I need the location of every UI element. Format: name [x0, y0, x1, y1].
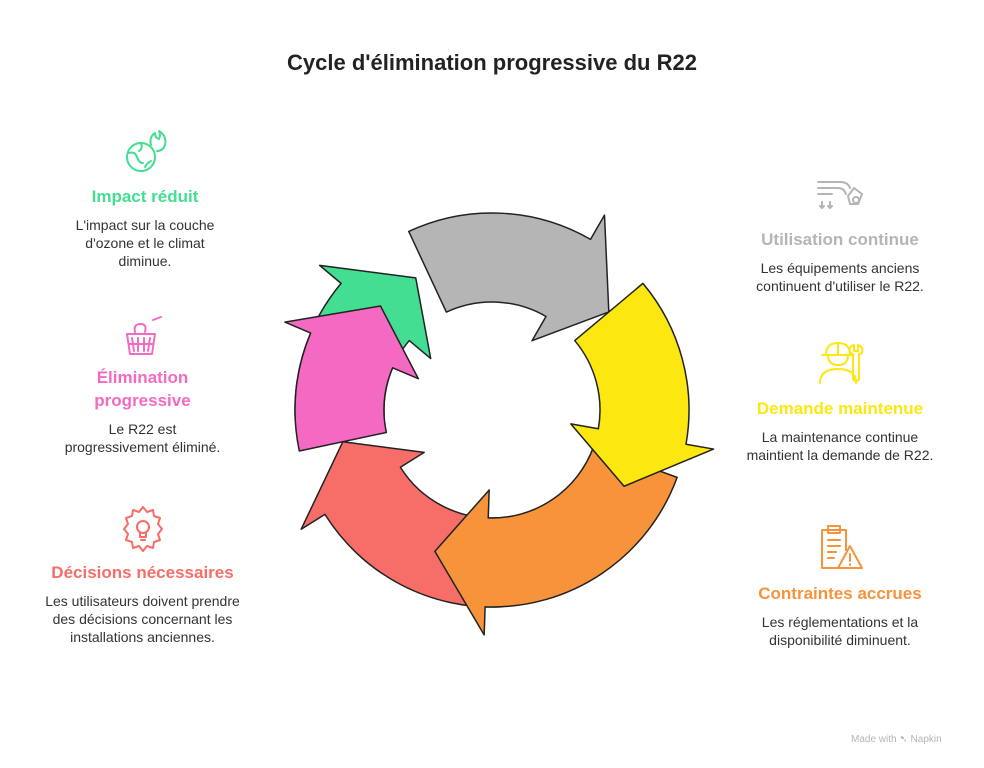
gear-lightbulb-icon [122, 506, 163, 552]
disposal-basket-icon [125, 316, 162, 355]
stage-decisions-block: Décisions nécessaires Les utilisateurs d… [45, 503, 240, 646]
page-title: Cycle d'élimination progressive du R22 [287, 50, 697, 75]
stage-utilisation-block: Utilisation continue Les équipements anc… [745, 172, 935, 295]
cycle-arrow-contraintes [434, 446, 678, 636]
cycle-arrow-utilisation [407, 212, 610, 342]
stage-elimination-description: Le R22 est progressivement éliminé. [64, 421, 221, 455]
cycle-arrow-demande [570, 282, 715, 487]
napkin-logo-icon: ➷ [899, 734, 908, 745]
cycle-arrow-elimination [284, 305, 420, 452]
stage-elimination-block: Élimination progressive Le R22 est progr… [55, 308, 230, 456]
stage-demande-description: La maintenance continue maintient la dem… [746, 429, 934, 463]
napkin-brand-label: Napkin [910, 734, 942, 745]
napkin-credit: Made with ➷ Napkin [851, 734, 942, 745]
stage-impact-description: L'impact sur la couche d'ozone et le cli… [75, 217, 215, 269]
stage-contraintes-block: Contraintes accrues Les réglementations … [745, 522, 935, 649]
globe-fire-icon [126, 130, 167, 172]
stage-contraintes-heading: Contraintes accrues [758, 584, 922, 603]
stage-utilisation-heading: Utilisation continue [761, 230, 919, 249]
stage-impact-heading: Impact réduit [91, 187, 199, 206]
stage-decisions-heading: Décisions nécessaires [51, 563, 234, 582]
stage-utilisation-description: Les équipements anciens continuent d'uti… [756, 260, 924, 294]
stage-decisions-description: Les utilisateurs doivent prendre des déc… [45, 593, 240, 645]
stage-demande-heading: Demande maintenue [756, 399, 924, 418]
stage-elimination-heading: Élimination progressive [94, 368, 191, 410]
regulation-warning-icon [821, 525, 863, 569]
stage-impact-block: Impact réduit L'impact sur la couche d'o… [70, 127, 220, 270]
technician-icon [819, 342, 864, 384]
made-with-label: Made with [851, 734, 897, 745]
stage-contraintes-description: Les réglementations et la disponibilité … [761, 614, 919, 648]
stage-demande-block: Demande maintenue La maintenance continu… [745, 337, 935, 464]
equipment-icon [817, 181, 863, 209]
